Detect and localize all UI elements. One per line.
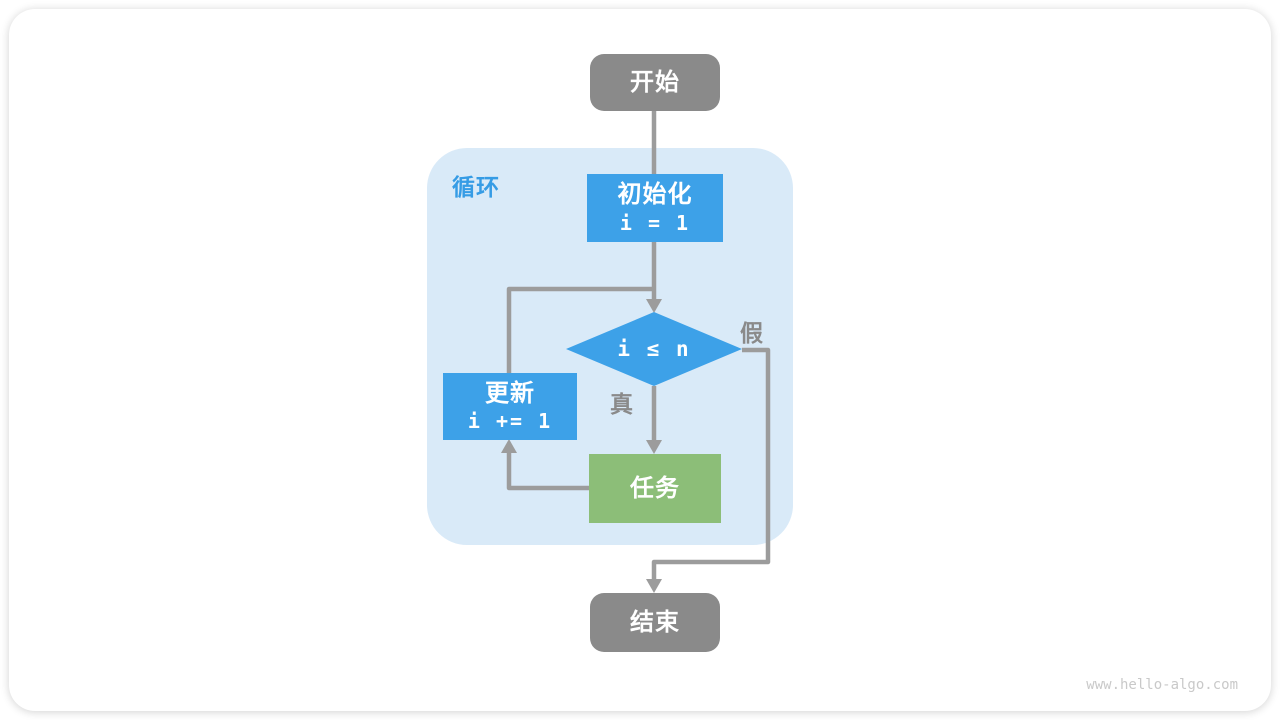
arrowhead-update (501, 439, 517, 453)
update-node: 更新 i += 1 (443, 373, 577, 440)
loop-label: 循环 (452, 174, 500, 200)
arrowhead-end (646, 579, 662, 593)
arrowhead-condition (646, 299, 662, 313)
init-node-title: 初始化 (617, 181, 693, 209)
start-node-label: 开始 (630, 68, 680, 96)
task-node: 任务 (589, 454, 721, 523)
true-branch-label: 真 (610, 391, 633, 417)
init-node-code: i = 1 (619, 210, 691, 235)
init-node: 初始化 i = 1 (587, 174, 723, 242)
condition-expression: i ≤ n (617, 337, 691, 361)
condition-diamond (566, 312, 742, 386)
update-node-title: 更新 (485, 379, 535, 407)
start-node: 开始 (590, 54, 720, 111)
end-node: 结束 (590, 593, 720, 652)
edge-task-update (506, 452, 590, 491)
edge-condition-end (651, 347, 771, 580)
task-node-label: 任务 (630, 474, 680, 502)
watermark: www.hello-algo.com (1086, 677, 1238, 693)
end-node-label: 结束 (630, 608, 680, 636)
update-node-code: i += 1 (467, 409, 553, 434)
edge-update-merge (506, 286, 654, 374)
arrowhead-task (646, 440, 662, 454)
false-branch-label: 假 (740, 320, 763, 346)
